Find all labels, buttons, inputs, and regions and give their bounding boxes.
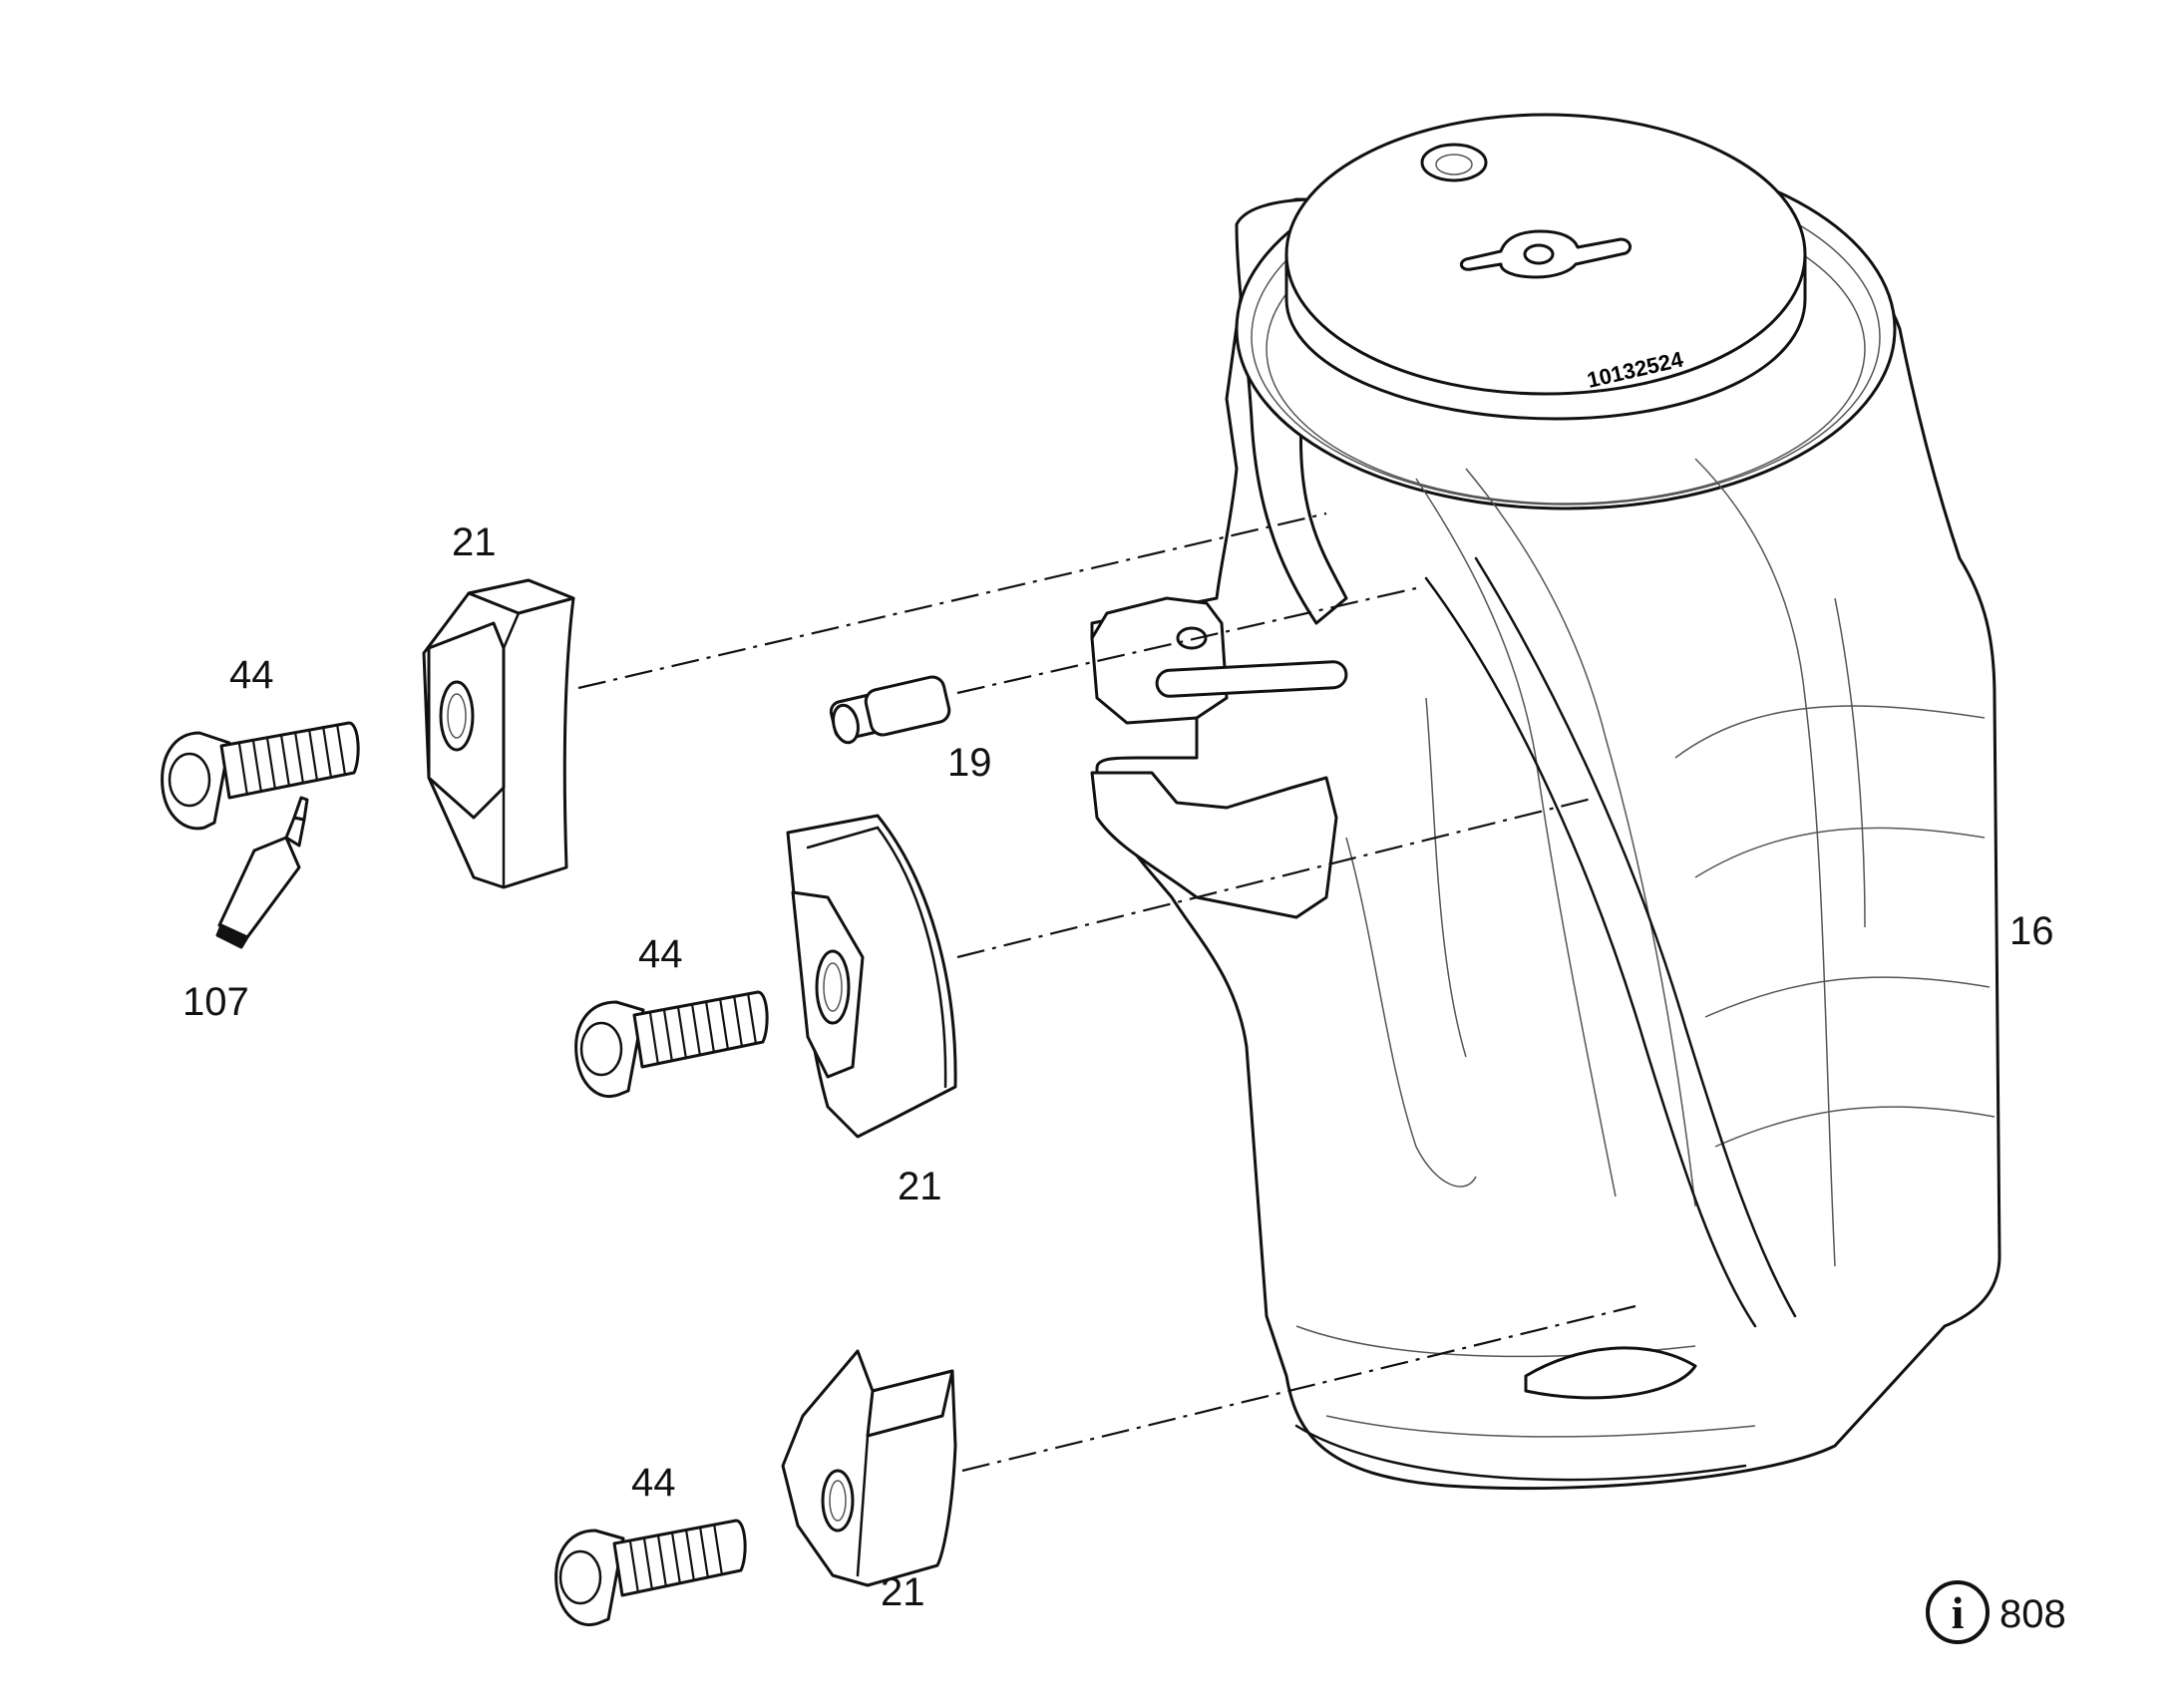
screw-part-44-bottom xyxy=(554,1519,747,1626)
pin-part-19 xyxy=(829,675,951,745)
clamp-pad-part-21-bottom xyxy=(781,1349,957,1587)
callout-44-bottom: 44 xyxy=(631,1461,676,1505)
clamp-pad-part-21-top xyxy=(422,578,575,889)
callout-19: 19 xyxy=(947,741,992,785)
callout-107: 107 xyxy=(182,980,249,1024)
adhesive-tube-part-107 xyxy=(215,796,309,949)
assembly-lines xyxy=(577,512,1636,1473)
callout-labels: 16 19 21 21 21 44 44 44 107 xyxy=(182,520,2054,1614)
info-mark: i 808 xyxy=(1926,1580,2066,1644)
callout-44-top: 44 xyxy=(229,653,274,697)
callout-44-middle: 44 xyxy=(638,932,683,976)
info-symbol: i xyxy=(1952,1587,1965,1638)
screw-part-44-top xyxy=(161,721,360,831)
callout-21-bottom: 21 xyxy=(881,1570,925,1614)
screw-part-44-middle xyxy=(574,990,769,1098)
screw-thread xyxy=(628,1523,724,1594)
info-circle-icon: i xyxy=(1926,1580,1990,1644)
callout-21-top: 21 xyxy=(452,520,497,564)
screw-thread xyxy=(237,723,347,797)
housing-part-16: 10132524 xyxy=(1090,113,2001,1491)
callout-16: 16 xyxy=(2009,909,2054,953)
info-code: 808 xyxy=(1999,1592,2066,1636)
screw-thread xyxy=(648,992,758,1066)
clamp-pad-part-21-middle xyxy=(786,814,957,1139)
callout-21-middle: 21 xyxy=(898,1165,942,1208)
